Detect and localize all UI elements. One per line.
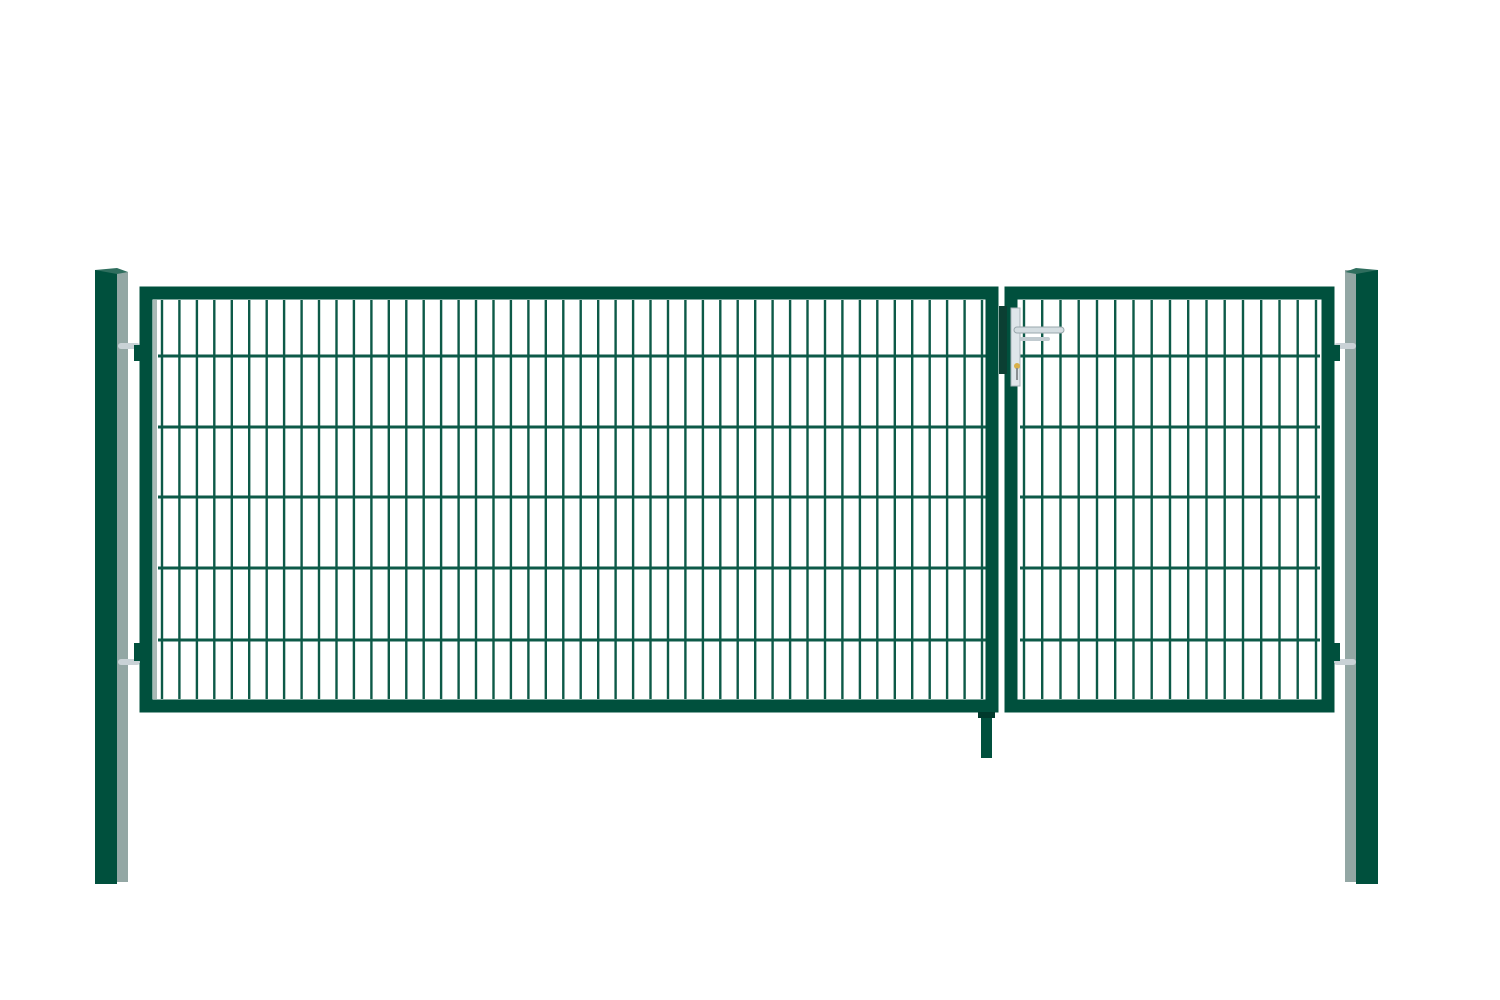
hinge-left-top-icon: [118, 343, 140, 361]
vertical-wire: [631, 300, 635, 699]
vertical-wire: [405, 300, 408, 699]
vertical-wire: [1314, 300, 1318, 699]
vertical-wire: [562, 300, 565, 699]
vertical-wire: [736, 300, 739, 699]
vertical-wire: [1150, 300, 1153, 699]
vertical-wire: [649, 300, 652, 699]
vertical-wire: [335, 300, 338, 699]
vertical-wire: [457, 300, 460, 699]
horizontal-wire: [158, 566, 986, 570]
vertical-wire: [719, 300, 722, 699]
vertical-wire: [945, 300, 949, 699]
vertical-wire: [230, 300, 233, 699]
vertical-wire: [806, 300, 809, 699]
hinge-right-bottom-icon: [1334, 643, 1356, 665]
vertical-wire: [963, 300, 966, 699]
vertical-wire: [911, 300, 914, 699]
left-gate-leaf: [139, 286, 999, 713]
vertical-wire: [492, 300, 495, 699]
vertical-wire: [701, 300, 705, 699]
right-post: [1345, 268, 1378, 884]
vertical-wire: [1205, 300, 1208, 699]
vertical-wire: [1077, 300, 1080, 699]
vertical-wire: [248, 300, 251, 699]
vertical-wire: [317, 300, 321, 699]
vertical-wire: [300, 300, 303, 699]
left-post: [95, 268, 128, 884]
vertical-wire: [1041, 300, 1044, 699]
vertical-wire: [841, 300, 844, 699]
right-gate-leaf: [1004, 286, 1335, 713]
vertical-wire: [195, 300, 199, 699]
door-handle-lock-icon: [999, 306, 1065, 387]
vertical-wire: [980, 300, 984, 699]
hinge-left-bottom-icon: [118, 643, 140, 665]
vertical-wire: [876, 300, 879, 699]
vertical-wire: [213, 300, 216, 699]
vertical-wire: [754, 300, 757, 699]
vertical-wire: [1059, 300, 1062, 699]
drop-rod: [978, 712, 995, 758]
hinge-right-top-icon: [1334, 343, 1356, 361]
right-mesh: [1020, 300, 1320, 699]
vertical-wire: [544, 300, 547, 699]
vertical-wire: [439, 300, 443, 699]
vertical-wire: [858, 300, 862, 699]
vertical-wire: [352, 300, 356, 699]
vertical-wire: [1095, 300, 1099, 699]
horizontal-wire: [158, 354, 986, 358]
vertical-wire: [1114, 300, 1117, 699]
horizontal-wire: [1020, 425, 1320, 429]
vertical-wire: [771, 300, 774, 699]
vertical-wire: [1260, 300, 1263, 699]
vertical-wire: [1022, 300, 1026, 699]
vertical-wire: [474, 300, 478, 699]
vertical-wire: [265, 300, 268, 699]
horizontal-wire: [158, 425, 986, 429]
left-mesh: [158, 300, 986, 699]
vertical-wire: [823, 300, 827, 699]
vertical-wire: [387, 300, 390, 699]
vertical-wire: [509, 300, 513, 699]
vertical-wire: [160, 300, 164, 699]
vertical-wire: [1223, 300, 1226, 699]
vertical-wire: [1132, 300, 1135, 699]
vertical-wire: [422, 300, 425, 699]
vertical-wire: [788, 300, 792, 699]
vertical-wire: [178, 300, 181, 699]
vertical-wire: [527, 300, 530, 699]
vertical-wire: [684, 300, 687, 699]
vertical-wire: [1187, 300, 1190, 699]
vertical-wire: [928, 300, 931, 699]
vertical-wire: [597, 300, 600, 699]
vertical-wire: [1278, 300, 1281, 699]
horizontal-wire: [158, 495, 986, 499]
vertical-wire: [282, 300, 286, 699]
vertical-wire: [370, 300, 373, 699]
vertical-wire: [1296, 300, 1299, 699]
horizontal-wire: [158, 638, 986, 642]
horizontal-wire: [1020, 638, 1320, 642]
horizontal-wire: [1020, 566, 1320, 570]
vertical-wire: [1168, 300, 1172, 699]
vertical-wire: [893, 300, 896, 699]
vertical-wire: [614, 300, 617, 699]
vertical-wire: [666, 300, 670, 699]
horizontal-wire: [1020, 354, 1320, 358]
horizontal-wire: [1020, 495, 1320, 499]
vertical-wire: [1241, 300, 1245, 699]
vertical-wire: [579, 300, 582, 699]
